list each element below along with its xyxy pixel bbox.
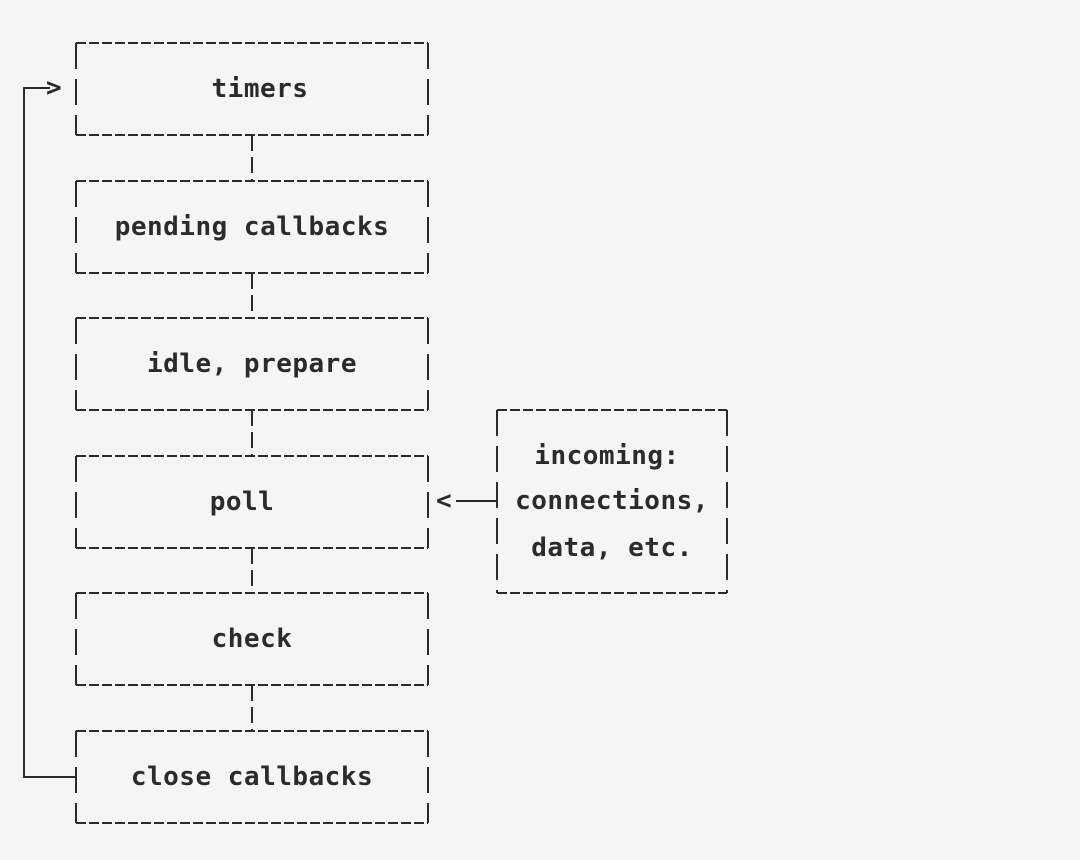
incoming-label-line-3: data, etc.: [531, 533, 693, 563]
phase-label-timers: timers: [211, 74, 309, 104]
incoming-arrow-icon: <: [436, 486, 453, 516]
phase-label-close-callbacks: close callbacks: [130, 762, 374, 792]
phase-label-pending-callbacks: pending callbacks: [114, 212, 390, 242]
loop-back-line: [23, 87, 76, 778]
incoming-label-line-2: connections,: [515, 486, 709, 516]
phase-label-idle-prepare: idle, prepare: [147, 349, 357, 379]
incoming-label-line-1: incoming:: [534, 441, 680, 471]
loop-arrow-icon: >: [46, 73, 63, 103]
phase-label-check: check: [211, 624, 293, 654]
phase-label-poll: poll: [209, 487, 275, 517]
